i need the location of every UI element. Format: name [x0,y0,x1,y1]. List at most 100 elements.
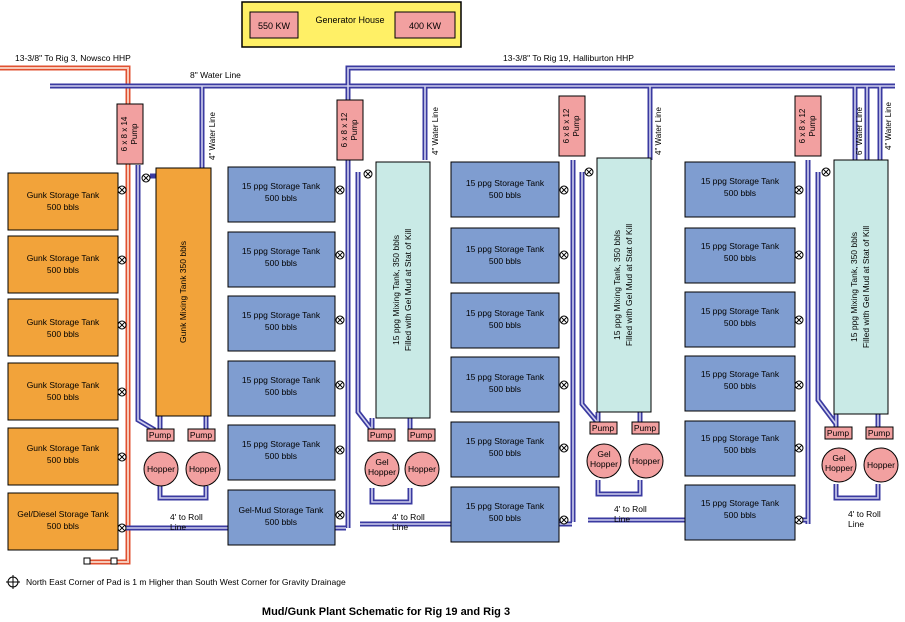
svg-text:Pump: Pump [808,115,817,136]
svg-text:15 ppg Storage Tank: 15 ppg Storage Tank [242,310,321,320]
pump-box-1: Pump [146,428,175,442]
svg-text:Pump: Pump [868,428,890,438]
svg-text:Pump: Pump [827,428,849,438]
pump-box-4: Pump [407,428,436,442]
ppg15-mixing-tank-1: 15 ppg Mixing Tank, 350 bbls Filled with… [375,161,431,419]
hopper-2: Hopper [185,451,221,487]
svg-text:500 bbls: 500 bbls [489,448,521,458]
water-line-4in-label-3: 4" Water Line [654,107,663,155]
svg-text:Pump: Pump [370,430,392,440]
svg-text:15 ppg Mixing Tank, 350 bbls: 15 ppg Mixing Tank, 350 bbls [391,235,401,345]
svg-text:500 bbls: 500 bbls [724,188,756,198]
svg-text:15 ppg Mixing Tank, 350 bbls: 15 ppg Mixing Tank, 350 bbls [612,230,622,340]
water-line-label: 8" Water Line [190,70,241,80]
svg-text:500 bbls: 500 bbls [489,190,521,200]
generator-550kw-label: 550 KW [258,21,291,31]
svg-text:500 bbls: 500 bbls [47,455,79,465]
svg-text:500 bbls: 500 bbls [47,265,79,275]
svg-text:500 bbls: 500 bbls [265,451,297,461]
pump-box-5: Pump [589,421,618,435]
svg-text:6 x 8 x 14: 6 x 8 x 14 [120,116,129,151]
svg-text:15 ppg Storage Tank: 15 ppg Storage Tank [242,375,321,385]
svg-text:Pump: Pump [130,123,139,144]
ppg15-storage-tank-c1-2: 15 ppg Storage Tank 500 bbls [227,231,336,288]
water-line-4in-label-1: 4" Water Line [208,112,217,160]
svg-text:500 bbls: 500 bbls [489,320,521,330]
svg-text:Filled with Gel Mud at Stat of: Filled with Gel Mud at Stat of Kill [403,229,413,351]
svg-text:15 ppg Storage Tank: 15 ppg Storage Tank [242,246,321,256]
drainage-note: North East Corner of Pad is 1 m Higher t… [26,577,346,587]
svg-text:500 bbls: 500 bbls [47,392,79,402]
svg-text:500 bbls: 500 bbls [489,256,521,266]
hopper-5: Hopper [863,447,899,483]
pump-box-6: Pump [631,421,660,435]
svg-text:Hopper: Hopper [147,464,175,474]
vertical-pump-2: 6 x 8 x 12 Pump [336,99,364,161]
ppg15-storage-tank-c2-2: 15 ppg Storage Tank 500 bbls [450,227,560,284]
svg-text:15 ppg Storage Tank: 15 ppg Storage Tank [466,372,545,382]
generator-house-title: Generator House [315,15,384,25]
generator-house: 550 KW Generator House 400 KW [241,1,462,48]
ppg15-mixing-tank-3: 15 ppg Mixing Tank, 350 bbls Filled with… [833,159,889,415]
hhp-end-cap [83,557,91,565]
diagram-title: Mud/Gunk Plant Schematic for Rig 19 and … [262,606,510,618]
svg-text:Gunk Storage Tank: Gunk Storage Tank [27,253,100,263]
svg-text:500 bbls: 500 bbls [265,517,297,527]
left-hhp-label: 13-3/8" To Rig 3, Nowsco HHP [15,53,131,63]
svg-text:Gunk Storage Tank: Gunk Storage Tank [27,190,100,200]
svg-text:500 bbls: 500 bbls [724,253,756,263]
svg-text:Filled with Gel Mud at Stat of: Filled with Gel Mud at Stat of Kill [624,224,634,346]
right-hhp-label: 13-3/8" To Rig 19, Halliburton HHP [503,53,634,63]
svg-text:500 bbls: 500 bbls [265,322,297,332]
svg-text:500 bbls: 500 bbls [489,384,521,394]
pump-box-3: Pump [367,428,396,442]
svg-text:500 bbls: 500 bbls [265,193,297,203]
svg-text:500 bbls: 500 bbls [724,510,756,520]
svg-text:Gunk Mixing Tank 350 bbls: Gunk Mixing Tank 350 bbls [178,241,188,343]
hopper-3: Hopper [404,451,440,487]
ppg15-storage-tank-c3-1: 15 ppg Storage Tank 500 bbls [684,161,796,218]
svg-text:Gel/Diesel Storage Tank: Gel/Diesel Storage Tank [17,509,109,519]
gunk-storage-tank-2: Gunk Storage Tank 500 bbls [7,235,119,294]
svg-text:4' to Roll: 4' to Roll [392,512,425,522]
svg-text:500 bbls: 500 bbls [47,521,79,531]
svg-text:15 ppg Storage Tank: 15 ppg Storage Tank [701,176,780,186]
svg-text:Hopper: Hopper [632,456,660,466]
svg-text:Hopper: Hopper [408,464,436,474]
svg-text:Pump: Pump [572,115,581,136]
svg-text:4' to Roll: 4' to Roll [614,504,647,514]
svg-text:15 ppg Storage Tank: 15 ppg Storage Tank [701,241,780,251]
svg-text:500 bbls: 500 bbls [724,318,756,328]
svg-text:500 bbls: 500 bbls [47,329,79,339]
svg-text:500 bbls: 500 bbls [265,258,297,268]
svg-text:15 ppg Storage Tank: 15 ppg Storage Tank [466,244,545,254]
svg-text:4' to Roll: 4' to Roll [170,512,203,522]
svg-text:Line: Line [170,522,186,532]
svg-text:Pump: Pump [592,423,614,433]
water-line-4in-label-4: 4" Water Line [884,102,893,150]
svg-text:Pump: Pump [350,119,359,140]
svg-text:Line: Line [848,519,864,529]
svg-text:500 bbls: 500 bbls [724,381,756,391]
svg-text:6 x 8 x 12: 6 x 8 x 12 [798,108,807,143]
svg-text:Line: Line [392,522,408,532]
gunk-mixing-tank: Gunk Mixing Tank 350 bbls [155,167,212,417]
svg-text:15 ppg Mixing Tank, 350 bbls: 15 ppg Mixing Tank, 350 bbls [849,232,859,342]
ppg15-storage-tank-c2-4: 15 ppg Storage Tank 500 bbls [450,356,560,413]
svg-text:Pump: Pump [410,430,432,440]
